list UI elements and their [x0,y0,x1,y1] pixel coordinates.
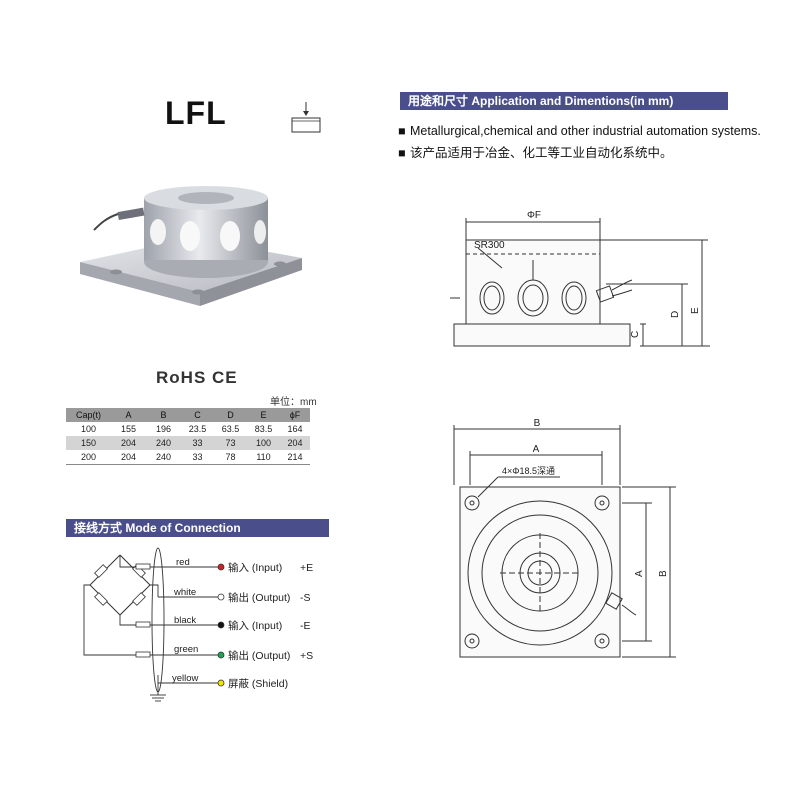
wire-dot-black [217,621,225,629]
wire-color-name: yellow [172,673,199,684]
table-row: 150 204 240 33 73 100 204 [66,436,310,450]
dim-F-label: ΦF [527,210,541,221]
col-header: C [181,408,214,422]
spec-table-header: Cap(t) A B C D E ϕF [66,408,310,422]
application-list: ■Metallurgical,chemical and other indust… [398,120,761,164]
wire-color-name: black [174,615,196,626]
dim-A-top: A [533,444,540,455]
wire-signal: -S [300,592,311,604]
dim-D-label: D [670,311,681,318]
application-item-cn: ■该产品适用于冶金、化工等工业自动化系统中。 [398,146,673,160]
table-cell: 73 [214,436,247,450]
spec-table: Cap(t) A B C D E ϕF 100 155 196 23.5 63.… [66,408,310,465]
dim-C-label: C [630,331,641,338]
application-header: 用途和尺寸 Application and Dimentions(in mm) [400,92,728,110]
top-view-drawing: B A 4×Φ18.5深通 A B [453,418,676,658]
table-row: 200 204 240 33 78 110 214 [66,450,310,465]
wire-label: 输出 (Output) [228,591,290,604]
table-cell: 240 [146,436,181,450]
unit-label: 单位：mm [270,397,317,408]
wire-label: 输出 (Output) [228,649,290,662]
table-cell: 204 [280,436,310,450]
col-header: B [146,408,181,422]
wire-label: 输入 (Input) [228,561,282,574]
col-header: A [111,408,146,422]
table-cell: 63.5 [221,424,240,434]
dim-E-label: E [690,307,701,314]
wire-color-name: red [176,557,190,568]
load-cell-photo [80,186,302,306]
radius-label: SR300 [474,240,505,251]
dim-B-top: B [534,418,541,429]
wire-dot-white [217,593,225,601]
table-cell: 164 [287,424,303,434]
table-row: 100 155 196 23.5 63.5 83.5 164 [66,422,310,436]
wire-signal: +E [300,562,313,574]
table-cell: 110 [247,450,280,465]
table-cell: 33 [181,436,214,450]
compression-load-icon [291,102,321,133]
wire-dot-yellow [217,679,225,687]
certification-marks: RoHS CE [156,368,238,387]
application-item-en: ■Metallurgical,chemical and other indust… [398,124,761,138]
table-cell: 100 [247,436,280,450]
wiring-diagram: red white black green yellow 输入 (Input) … [83,547,313,702]
wire-signal: +S [300,650,313,662]
dim-B-side: B [658,570,669,577]
wire-color-name: green [174,644,198,655]
col-header: E [247,408,280,422]
wire-label: 屏蔽 (Shield) [228,678,288,690]
table-cell: 83.5 [254,424,273,434]
table-cell: 240 [146,450,181,465]
wire-dot-green [217,651,225,659]
wire-dot-red [217,563,225,571]
dim-A-side: A [634,570,645,577]
table-cell: 100 [80,424,97,434]
table-cell: 78 [214,450,247,465]
table-cell: 214 [280,450,310,465]
product-title: LFL [165,95,227,131]
wire-signal: -E [300,620,311,632]
wire-label: 输入 (Input) [228,619,282,632]
col-header: D [214,408,247,422]
table-cell: 196 [155,424,172,434]
col-header: Cap(t) [66,408,111,422]
col-header: ϕF [280,408,310,422]
table-cell: 150 [66,436,111,450]
table-cell: 200 [66,450,111,465]
table-cell: 204 [111,450,146,465]
side-view-drawing: ΦF SR300 C D E [450,210,710,347]
wire-color-name: white [173,587,196,598]
table-cell: 33 [181,450,214,465]
table-cell: 23.5 [188,424,207,434]
table-cell: 155 [120,424,137,434]
connection-header: 接线方式 Mode of Connection [66,519,329,537]
hole-spec-label: 4×Φ18.5深通 [502,466,555,476]
table-cell: 204 [111,436,146,450]
